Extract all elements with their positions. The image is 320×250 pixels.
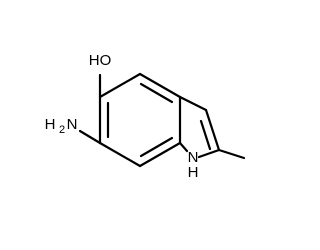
ring-nh-n-label: N [188, 149, 199, 166]
bond-n1-c7a [178, 141, 189, 153]
double-bond-c3-c2 [199, 119, 212, 151]
bond-c2-n1 [197, 148, 221, 159]
hydroxyl-label: HO [89, 52, 112, 69]
double-bond-c4-c4a [139, 82, 174, 104]
bond-c4-c4a [138, 72, 182, 99]
amine-h-label: H [45, 116, 56, 133]
bond-c7-c6 [98, 141, 142, 168]
structure-diagram: HO H 2 N N H [45, 52, 246, 181]
bond-c7a-c7 [138, 141, 182, 168]
double-bond-c7a-c7 [139, 136, 174, 158]
bond-c4a-c3 [178, 95, 208, 112]
bond-c6-nh2 [78, 129, 102, 145]
amine-subscript: 2 [59, 124, 65, 136]
bond-c2-methyl [217, 148, 246, 160]
amine-n-label: N [67, 116, 78, 133]
bond-c3-c2 [204, 108, 221, 152]
ring-nh-h-label: H [188, 164, 199, 181]
bond-c5-c4 [98, 72, 142, 99]
